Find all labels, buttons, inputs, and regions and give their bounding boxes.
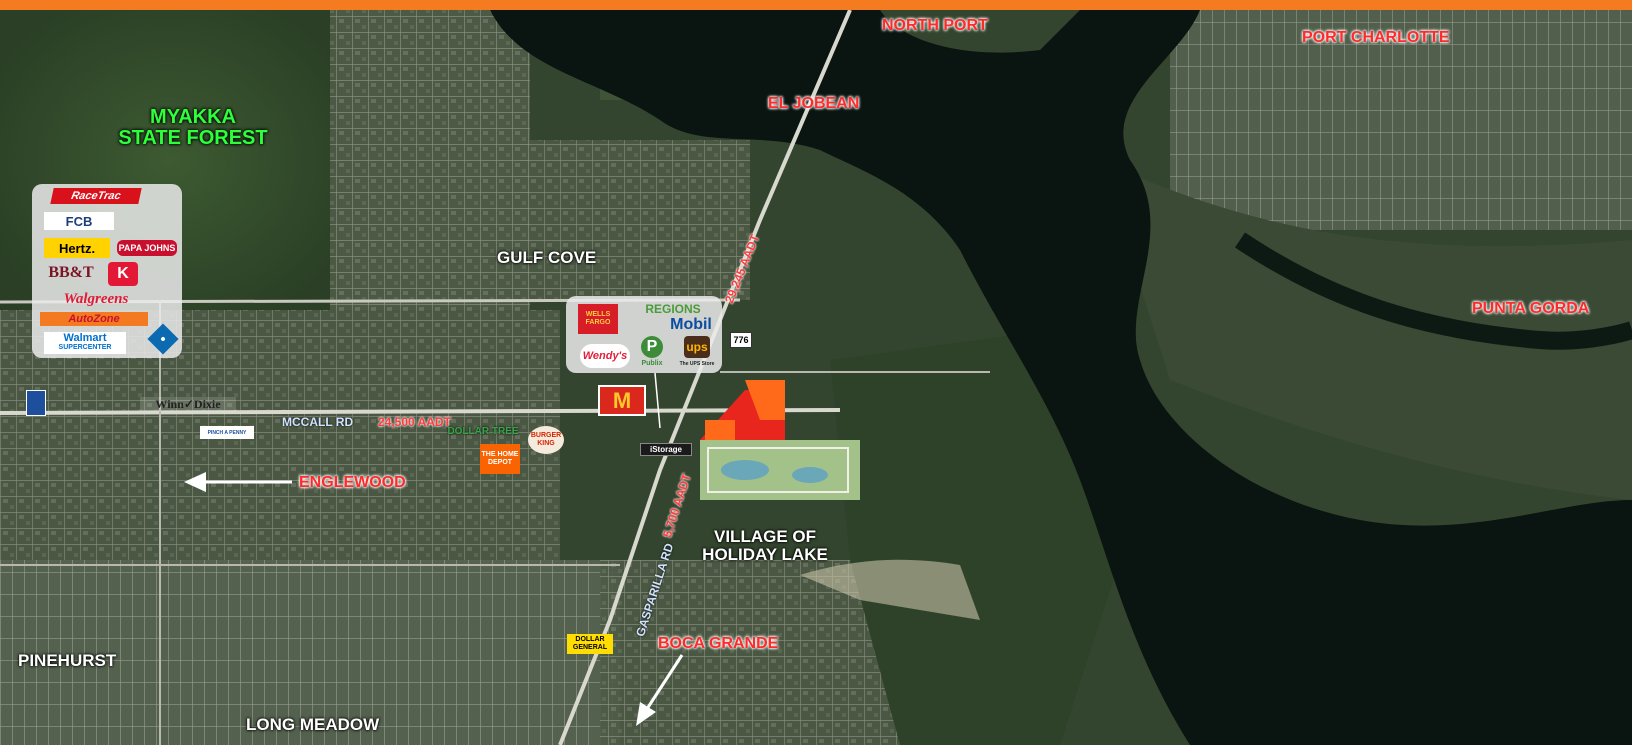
ups-store-name: The UPS Store — [679, 361, 715, 367]
label-boca-grande: BOCA GRANDE — [658, 635, 779, 652]
logo-mobil: Mobil — [670, 316, 712, 333]
myakka-line2: STATE FOREST — [118, 127, 268, 149]
logo-papa-johns: PAPA JOHNS — [117, 240, 177, 256]
bank-sign-icon — [26, 390, 46, 416]
logo-ups-store: ups The UPS Store — [676, 336, 718, 370]
logo-regions: REGIONS — [645, 302, 701, 316]
label-gulf-cove: GULF COVE — [497, 248, 597, 267]
logo-circle-k: K — [108, 262, 138, 286]
accent-bar — [0, 0, 1632, 10]
walmart-name: Walmart — [63, 332, 107, 344]
myakka-line1: MYAKKA — [150, 106, 236, 128]
logo-winn-dixie: Winn✓Dixie — [140, 397, 236, 412]
label-myakka-state-forest: MYAKKA STATE FOREST — [108, 107, 278, 149]
dominos-dot-icon — [160, 336, 166, 342]
label-village-of-holiday-lake: VILLAGE OF HOLIDAY LAKE — [700, 528, 830, 564]
publix-name: Publix — [641, 360, 663, 367]
logo-home-depot: THE HOME DEPOT — [480, 444, 520, 474]
logo-wendys: Wendy's — [580, 344, 630, 368]
village-line2: HOLIDAY LAKE — [702, 545, 828, 564]
logo-walmart: Walmart SUPERCENTER — [44, 332, 126, 354]
label-port-charlotte: PORT CHARLOTTE — [1302, 29, 1450, 46]
traffic-count-mccall: 24,500 AADT — [378, 415, 451, 429]
village-line1: VILLAGE OF — [714, 527, 816, 546]
logo-fcb: FCB — [44, 212, 114, 230]
logo-dollar-tree: DOLLAR TREE — [447, 425, 519, 437]
publix-mark: P — [641, 336, 663, 358]
logo-wells-fargo: WELLS FARGO — [578, 304, 618, 334]
road-label-mccall: MCCALL RD — [282, 415, 354, 429]
label-el-jobean: EL JOBEAN — [768, 95, 860, 112]
logo-pinch-a-penny: PINCH A PENNY — [200, 426, 254, 439]
logo-mcdonalds: M — [598, 385, 646, 416]
logo-istorage: iStorage — [640, 443, 692, 456]
route-776-shield: 776 — [730, 332, 752, 348]
ups-shield: ups — [684, 336, 710, 358]
boca-grande-arrow — [636, 654, 684, 726]
logo-dollar-general: DOLLAR GENERAL — [567, 634, 613, 654]
logo-racetrac: RaceTrac — [50, 188, 142, 204]
label-englewood: ENGLEWOOD — [299, 474, 406, 491]
logo-autozone: AutoZone — [40, 312, 148, 326]
walmart-sub: SUPERCENTER — [58, 344, 112, 351]
label-north-port: NORTH PORT — [882, 17, 988, 34]
logo-burger-king: BURGER KING — [528, 426, 564, 454]
logo-bbt: BB&T — [48, 264, 94, 281]
logo-walgreens: Walgreens — [63, 290, 129, 307]
label-long-meadow: LONG MEADOW — [246, 715, 380, 734]
label-punta-gorda: PUNTA GORDA — [1472, 300, 1590, 317]
logo-hertz: Hertz. — [44, 238, 110, 258]
englewood-arrow — [184, 472, 292, 492]
label-pinehurst: PINEHURST — [18, 651, 117, 670]
logo-publix: P Publix — [636, 336, 668, 370]
